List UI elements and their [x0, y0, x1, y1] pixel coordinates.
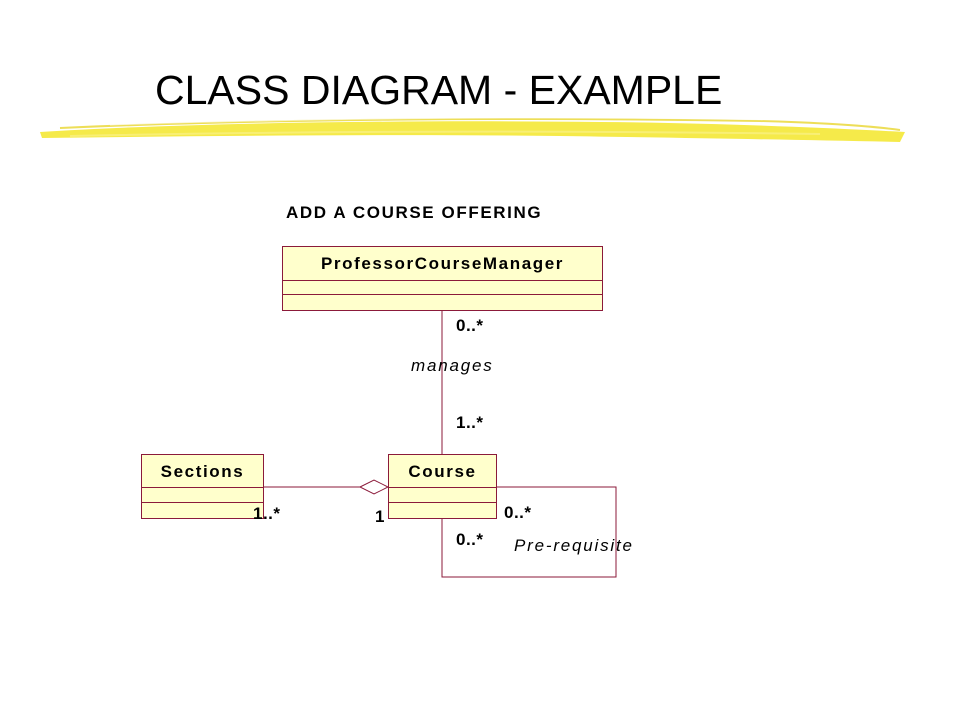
class-attributes-compartment [283, 281, 602, 295]
class-name: Course [389, 455, 496, 488]
prerequisite-association-line [441, 486, 617, 578]
diagram-title: ADD A COURSE OFFERING [286, 203, 543, 222]
manages-role-label: manages [411, 356, 494, 375]
class-name: Sections [142, 455, 263, 488]
class-operations-compartment [142, 503, 263, 518]
prerequisite-role-label: Pre-requisite [514, 536, 634, 555]
sections-multiplicity: 1..* [253, 504, 281, 523]
prerequisite-right-multiplicity: 0..* [504, 503, 532, 522]
class-attributes-compartment [142, 488, 263, 503]
class-name: ProfessorCourseManager [283, 247, 602, 281]
class-operations-compartment [389, 503, 496, 518]
prerequisite-bottom-multiplicity: 0..* [456, 530, 484, 549]
manages-lower-multiplicity: 1..* [456, 413, 484, 432]
manages-upper-multiplicity: 0..* [456, 316, 484, 335]
class-operations-compartment [283, 295, 602, 310]
class-sections[interactable]: Sections [141, 454, 264, 519]
course-aggregation-multiplicity: 1 [375, 507, 385, 526]
aggregation-diamond-icon [358, 479, 390, 495]
slide-title: CLASS DIAGRAM - EXAMPLE [155, 67, 723, 113]
class-attributes-compartment [389, 488, 496, 503]
class-professor-course-manager[interactable]: ProfessorCourseManager [282, 246, 603, 311]
class-course[interactable]: Course [388, 454, 497, 519]
